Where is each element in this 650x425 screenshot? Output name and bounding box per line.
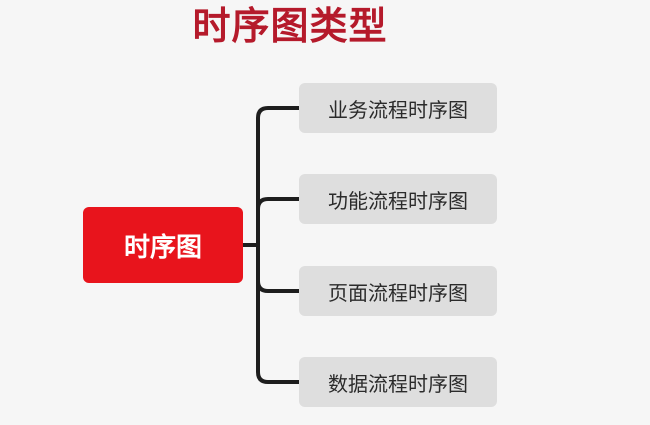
branch-connector-2 (256, 197, 301, 211)
diagram-title: 时序图类型 (192, 4, 388, 48)
branch-node-data-flow: 数据流程时序图 (299, 357, 497, 407)
branch-node-label: 功能流程时序图 (328, 188, 468, 213)
branch-node-label: 数据流程时序图 (328, 371, 468, 396)
branch-connector-3 (256, 279, 301, 293)
root-node: 时序图 (83, 207, 243, 283)
branch-node-label: 页面流程时序图 (328, 280, 468, 305)
trunk-line (256, 106, 301, 384)
branch-node-page-flow: 页面流程时序图 (299, 266, 497, 316)
branch-node-label: 业务流程时序图 (328, 97, 468, 122)
branch-node-business-flow: 业务流程时序图 (299, 83, 497, 133)
branch-node-function-flow: 功能流程时序图 (299, 174, 497, 224)
root-node-label: 时序图 (123, 232, 202, 263)
